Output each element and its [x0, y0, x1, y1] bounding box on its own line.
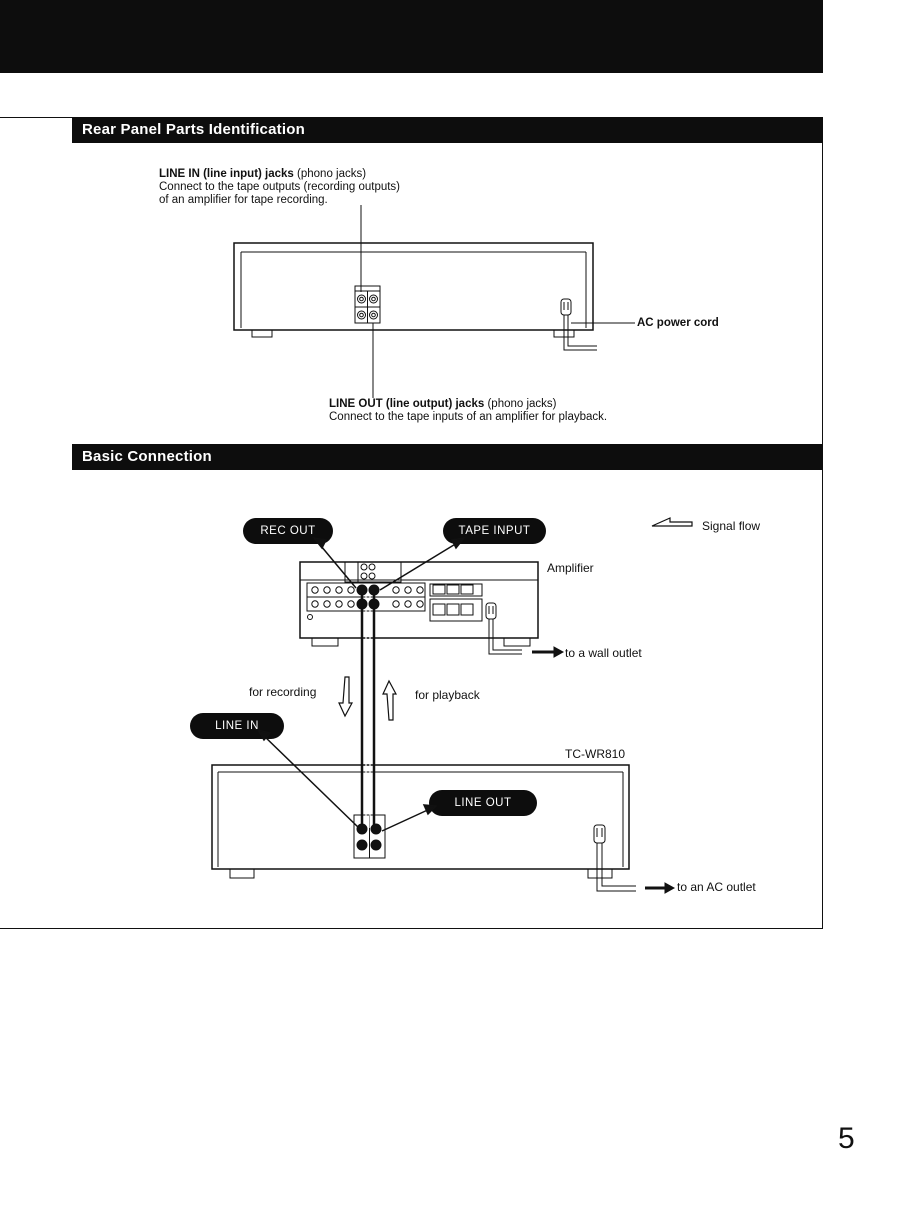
callout-leaders [256, 536, 466, 832]
arrow-up-icon [382, 679, 398, 721]
signal-flow-icon [651, 517, 693, 527]
line-out-pill: LINE OUT [429, 790, 537, 816]
line-in-desc-1: Connect to the tape outputs (recording o… [159, 181, 401, 193]
signal-flow-label: Signal flow [702, 519, 761, 533]
section-title-basic-connection: Basic Connection [72, 444, 823, 470]
rear-power-cord [560, 298, 635, 351]
arrow-right-icon [532, 646, 565, 658]
line-out-term: LINE OUT (line output) jacks [329, 398, 485, 410]
for-recording-label: for recording [249, 685, 317, 699]
line-out-type: (phono jacks) [487, 398, 557, 410]
rear-panel-jacks [354, 285, 381, 324]
connection-cables [360, 593, 376, 828]
deck-power-cord [593, 824, 636, 892]
ac-power-cord-label: AC power cord [637, 317, 719, 329]
frame-bottom-rule [0, 928, 823, 929]
amplifier-label: Amplifier [547, 561, 594, 575]
section-title-rear-panel: Rear Panel Parts Identification [72, 117, 823, 143]
line-in-desc-2: of an amplifier for tape recording. [159, 194, 328, 206]
line-in-pill: LINE IN [190, 713, 284, 739]
frame-left-rule [0, 117, 72, 118]
amplifier-unit [299, 561, 539, 647]
page-number: 5 [838, 1122, 855, 1155]
line-out-desc: Connect to the tape inputs of an amplifi… [329, 411, 608, 423]
to-wall-outlet-label: to a wall outlet [565, 646, 642, 660]
arrow-down-icon [338, 676, 354, 718]
cable-plugs [356, 584, 382, 851]
line-in-type: (phono jacks) [297, 168, 367, 180]
frame-right-border [822, 117, 823, 929]
amplifier-power-cord [485, 602, 522, 655]
tc-wr810-deck [211, 764, 630, 879]
arrow-right-icon [645, 882, 676, 894]
header-band [0, 0, 823, 73]
to-ac-outlet-label: to an AC outlet [677, 880, 756, 894]
line-in-term: LINE IN (line input) jacks [159, 168, 294, 180]
line-in-caption: LINE IN (line input) jacks (phono jacks) [159, 168, 366, 181]
line-out-caption: LINE OUT (line output) jacks (phono jack… [329, 398, 557, 411]
model-label: TC-WR810 [565, 747, 626, 761]
for-playback-label: for playback [415, 688, 480, 702]
rear-panel-deck [233, 242, 594, 338]
